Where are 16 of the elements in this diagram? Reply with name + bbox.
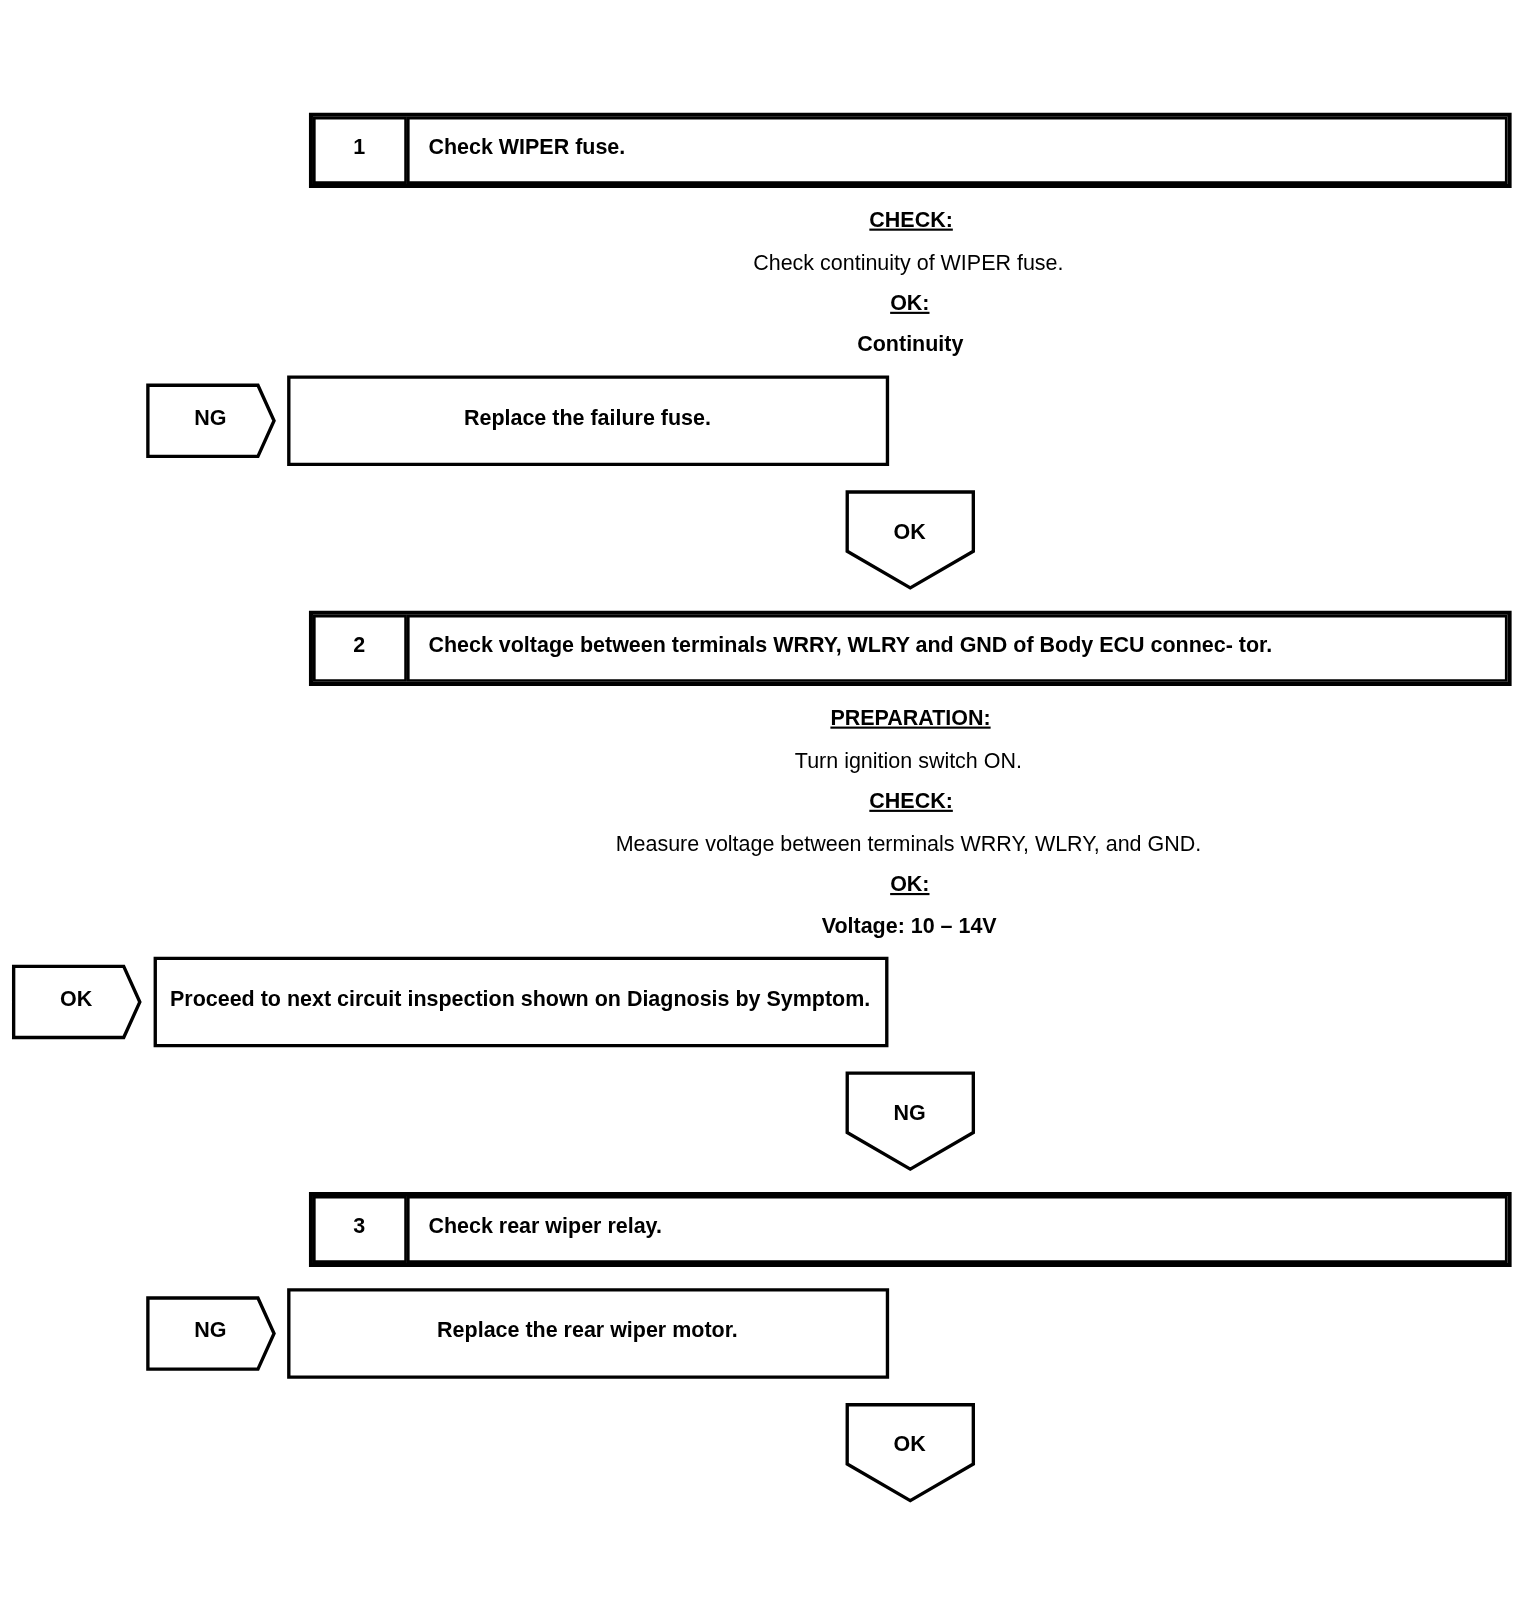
- label: Voltage: 10 – 14V: [821, 913, 997, 938]
- label: OK:: [890, 290, 930, 315]
- label: Continuity: [857, 332, 964, 357]
- node-box: Replace the failure fuse.: [287, 375, 890, 467]
- label: Turn ignition switch ON.: [794, 748, 1022, 773]
- label: OK:: [890, 871, 930, 896]
- label: Check continuity of WIPER fuse.: [753, 250, 1064, 275]
- node-box: 3 Check rear wiper relay.: [308, 1191, 1512, 1268]
- node-box: Proceed to next circuit inspection shown on Diagnosis by Symptom.: [153, 956, 889, 1048]
- label: Measure voltage between terminals WRRY, WLRY, and GND.: [615, 831, 1202, 856]
- label: PREPARATION:: [830, 705, 991, 730]
- node-box: Replace the rear wiper motor.: [287, 1288, 890, 1379]
- label: CHECK:: [869, 788, 953, 813]
- label: CHECK:: [869, 207, 953, 232]
- node-box: 1 Check WIPER fuse.: [308, 112, 1512, 188]
- node-box: 2 Check voltage between terminals WRRY, WLRY and GND of Body ECU connec- tor.: [308, 610, 1512, 686]
